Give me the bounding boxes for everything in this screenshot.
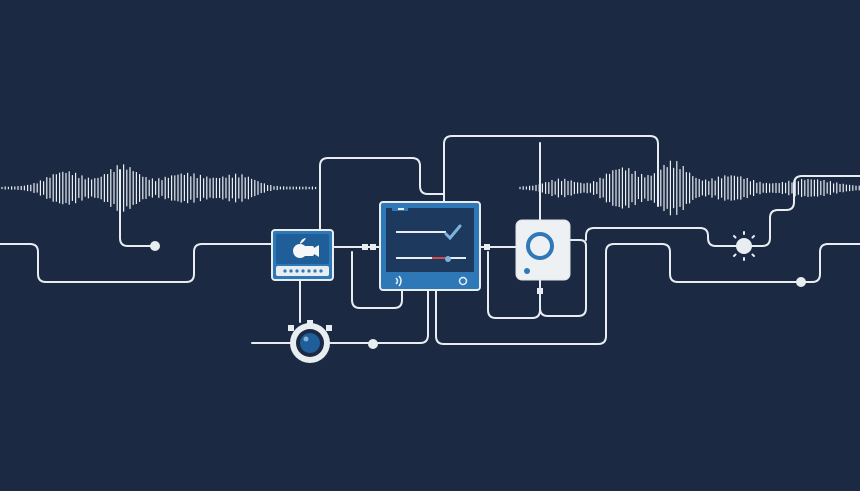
- wire-junctions: [150, 241, 806, 349]
- wire-wave-to-dot: [119, 169, 156, 247]
- wire-ring-right-loop: [539, 239, 587, 317]
- apple-camera-icon: [293, 238, 319, 258]
- ring-icon: [526, 232, 554, 260]
- central-monitor: [379, 201, 481, 291]
- wire-camera-up: [319, 157, 445, 231]
- wire-left-main: [0, 243, 273, 283]
- wire-far-right-lower: [799, 243, 860, 283]
- wire-monitor-upper-loop: [443, 135, 659, 207]
- wire-sun-right: [751, 175, 860, 247]
- connector-node-4: [537, 288, 543, 294]
- wire-camera-lower: [351, 251, 403, 309]
- camera-device: [271, 229, 334, 281]
- sun-icon: [736, 238, 752, 254]
- sun-rays: [729, 231, 759, 261]
- connection-wires: [0, 135, 860, 345]
- junction-dot-gear: [368, 339, 378, 349]
- camera-indicator-dots: [283, 269, 323, 273]
- connector-node-1: [362, 244, 368, 250]
- junction-dot-left: [150, 241, 160, 251]
- lens-gear: [288, 320, 332, 363]
- checkmark-icon: [444, 224, 462, 241]
- wire-ring-bottom-loop: [487, 251, 541, 319]
- ring-speaker: [515, 219, 571, 281]
- waveform-right: [519, 160, 860, 216]
- ring-status-dot: [524, 268, 530, 274]
- waveform-left: [1, 164, 317, 212]
- wire-monitor-bottom: [435, 243, 801, 345]
- wire-gear-horizontal: [251, 289, 429, 344]
- connector-node-3: [484, 244, 490, 250]
- connector-node-2: [370, 244, 376, 250]
- gear-lens-icon: [288, 320, 332, 331]
- sound-icon: [395, 275, 402, 287]
- wire-right-to-sun: [585, 227, 737, 247]
- power-icon: [458, 276, 468, 286]
- junction-dot-right: [796, 277, 806, 287]
- sun-indicator: [729, 231, 759, 261]
